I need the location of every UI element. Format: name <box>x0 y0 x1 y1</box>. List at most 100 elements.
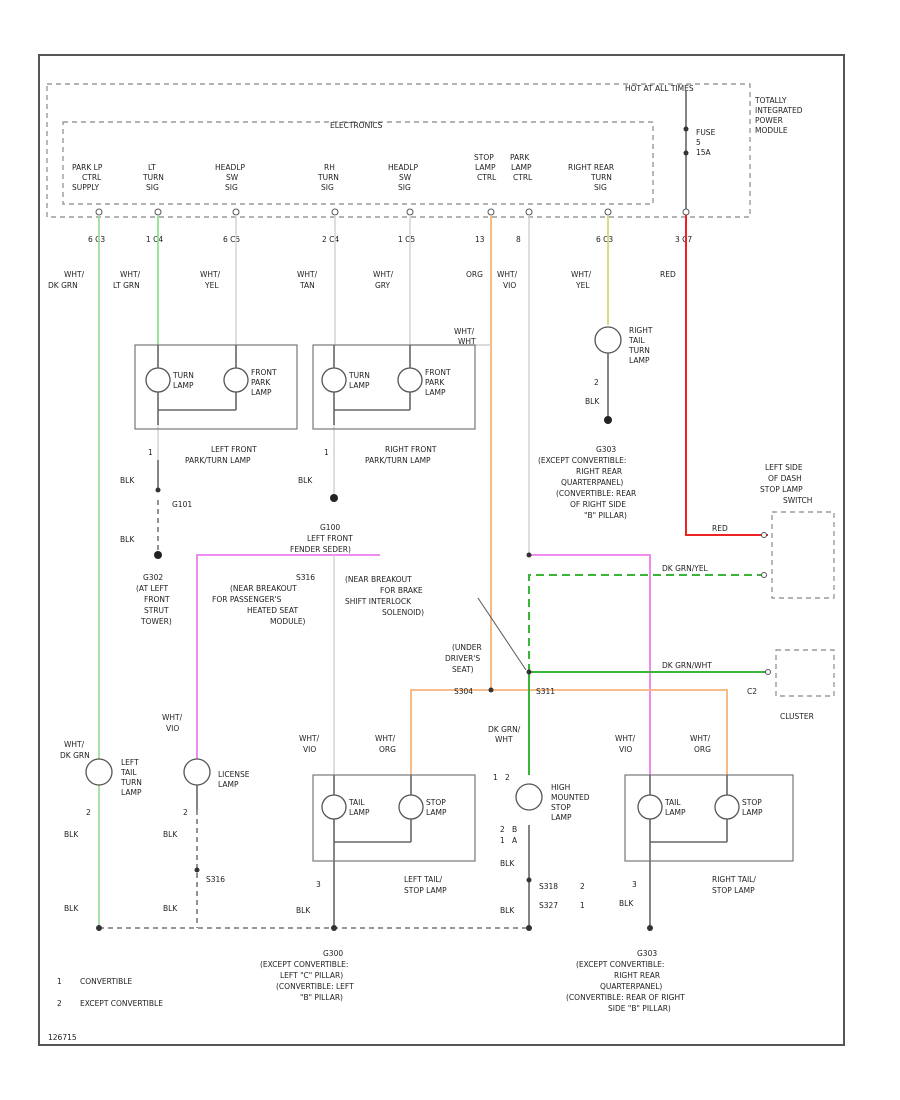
fuse-label-3: 15A <box>696 148 712 157</box>
g101-label: G101 <box>172 500 192 509</box>
lss-pin-1 <box>761 532 767 538</box>
lts-lamp-box <box>312 774 476 862</box>
lic-pin-2: 2 <box>183 808 188 817</box>
hm-label-1: HIGH <box>551 783 570 792</box>
ltt-label-1: LEFT <box>121 758 139 767</box>
conn-7: 8 <box>516 235 521 244</box>
rts-pin-3: 3 <box>632 880 637 889</box>
pin-rh <box>331 208 339 216</box>
under-desc-2: DRIVER'S <box>445 654 480 663</box>
dk-grn-wht-1: DK GRN/ <box>488 725 521 734</box>
mod-park-1: PARK LP <box>72 163 103 172</box>
mod-lt-2: TURN <box>142 173 164 182</box>
rf-pin-1: 1 <box>324 448 329 457</box>
mod-spark-2: LAMP <box>511 163 532 172</box>
g302-desc-2: FRONT <box>144 595 170 604</box>
g303-desc-6: "B" PILLAR) <box>584 511 627 520</box>
g303-desc-2: RIGHT REAR <box>576 467 622 476</box>
lts-wire-1a: WHT/ <box>299 734 320 743</box>
rts-stop-bulb <box>714 794 740 820</box>
rts-name-1: RIGHT TAIL/ <box>712 875 756 884</box>
cluster-pin <box>765 669 771 675</box>
pin-fuse <box>682 208 690 216</box>
rf-turn-lamp-bulb <box>321 367 347 393</box>
rts-lamp-box <box>624 774 794 862</box>
mod-head2-3: SIG <box>398 183 411 192</box>
rtt-blk: BLK <box>585 397 600 406</box>
rtt-label-1: RIGHT <box>629 326 653 335</box>
s327-label: S327 <box>539 901 558 910</box>
lts-wire-2b: ORG <box>379 745 396 754</box>
diagram-code: 126715 <box>48 1033 77 1042</box>
mod-rr-1: RIGHT REAR <box>568 163 614 172</box>
mod-head1-2: SW <box>226 173 239 182</box>
ltt-blk-2: BLK <box>64 904 79 913</box>
conn-8: 6 C3 <box>596 235 613 244</box>
lic-blk: BLK <box>163 830 178 839</box>
lf-park-label-2: PARK <box>251 378 271 387</box>
lts-stop-2: LAMP <box>426 808 447 817</box>
g302-desc-4: TOWER) <box>140 617 172 626</box>
ltt-label-3: TURN <box>120 778 142 787</box>
wire-vio-left <box>196 554 380 770</box>
rf-park-label-1: FRONT <box>425 368 451 377</box>
brake-desc-1: (NEAR BREAKOUT <box>345 575 412 584</box>
wire-2a: WHT/ <box>120 270 141 279</box>
pin-head2 <box>406 208 414 216</box>
node-s318 <box>526 877 532 883</box>
lts-wire-2a: WHT/ <box>375 734 396 743</box>
connector-labels: 6 C3 1 C4 6 C5 2 C4 1 C5 13 8 6 C3 3 C7 <box>88 235 692 244</box>
lss-label-2: OF DASH <box>768 474 802 483</box>
conn-3: 6 C5 <box>223 235 240 244</box>
wire-org-bottom <box>410 689 728 775</box>
rts-wire-2b: ORG <box>694 745 711 754</box>
mod-spark-1: PARK <box>510 153 530 162</box>
wire-dk-grn-yel <box>528 574 768 672</box>
conn-4: 2 C4 <box>322 235 339 244</box>
rf-turn-label-1: TURN <box>348 371 370 380</box>
wire-dk-grn-wht <box>528 671 768 775</box>
rts-tail-1: TAIL <box>664 798 681 807</box>
under-desc-1: (UNDER <box>452 643 482 652</box>
rtt-label-4: LAMP <box>629 356 650 365</box>
hm-label-3: STOP <box>551 803 571 812</box>
wire-1a: WHT/ <box>64 270 85 279</box>
rf-turn-label-2: LAMP <box>349 381 370 390</box>
hm-pin-b: B <box>512 825 517 834</box>
rf-park-label-3: LAMP <box>425 388 446 397</box>
module-pins <box>95 208 690 216</box>
s316-label: S316 <box>296 573 315 582</box>
wire-8b: YEL <box>575 281 590 290</box>
wire-10b: WHT <box>458 337 476 346</box>
conn-6: 13 <box>475 235 485 244</box>
lf-turn-label-2: LAMP <box>173 381 194 390</box>
g303b-desc-5: SIDE "B" PILLAR) <box>608 1004 671 1013</box>
high-mount-bulb <box>515 783 543 811</box>
ltt-lamp-bulb <box>85 758 113 786</box>
wire-4a: WHT/ <box>297 270 318 279</box>
rtt-pin-2: 2 <box>594 378 599 387</box>
ltt-wire-b: DK GRN <box>60 751 90 760</box>
lts-pin-3: 3 <box>316 880 321 889</box>
mod-rh-3: SIG <box>321 183 334 192</box>
wire-8a: WHT/ <box>571 270 592 279</box>
g303-desc-1: (EXCEPT CONVERTIBLE: <box>538 456 626 465</box>
lf-blk-2: BLK <box>120 535 135 544</box>
tipm-box <box>46 83 751 218</box>
hot-at-all-times-label: HOT AT ALL TIMES <box>625 84 694 93</box>
lts-wire-1b: VIO <box>303 745 316 754</box>
hm-label-4: LAMP <box>551 813 572 822</box>
legend-key-1: 1 <box>57 977 62 986</box>
wire-dkgrnyel-label: DK GRN/YEL <box>662 564 709 573</box>
license-label-1: LICENSE <box>218 770 250 779</box>
stop-lamp-switch-box <box>771 511 835 599</box>
g302-desc-3: STRUT <box>144 606 169 615</box>
s311-label: S311 <box>536 687 555 696</box>
fuse-label-1: FUSE <box>696 128 716 137</box>
node-gnd-1 <box>96 925 102 931</box>
rf-park-lamp-bulb <box>397 367 423 393</box>
conn-1: 6 C3 <box>88 235 105 244</box>
mod-park-2: CTRL <box>82 173 102 182</box>
lts-tail-bulb <box>321 794 347 820</box>
mod-rh-1: RH <box>324 163 335 172</box>
